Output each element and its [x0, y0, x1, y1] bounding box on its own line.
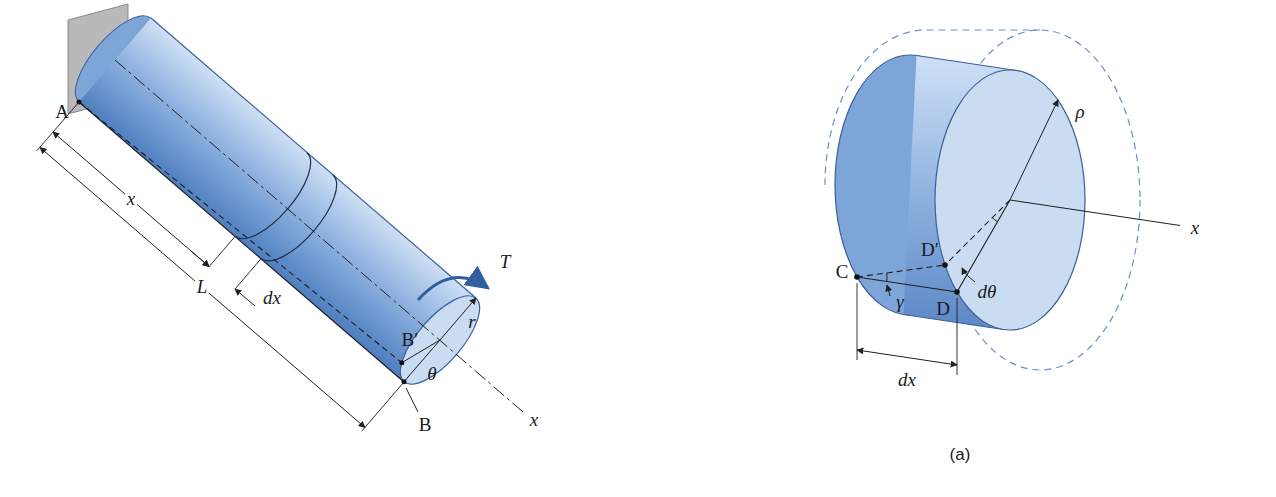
axis-label: x: [1191, 218, 1199, 239]
dimension-line-x: [53, 132, 209, 267]
extension-line: [362, 382, 404, 431]
point-label: B: [419, 415, 432, 436]
angle-arrow: [887, 285, 890, 296]
line-CD-prime: [857, 265, 945, 277]
dimension-arrow-dx: [190, 250, 209, 267]
line-CD: [857, 277, 957, 292]
extension-line: [235, 259, 261, 289]
point-dot: [954, 289, 960, 295]
angle-label: γ: [896, 292, 904, 313]
radius-rho-line: [1010, 100, 1058, 200]
figure-caption-label: (a): [950, 446, 971, 465]
dimension-label: dx: [263, 288, 281, 309]
dimension-line-L: [40, 148, 365, 428]
dimension-label: L: [195, 277, 210, 298]
extension-line: [37, 102, 79, 151]
leader-line: [406, 388, 418, 412]
point-label: D′: [921, 240, 939, 261]
angle-arrow: [962, 268, 975, 282]
dimension-label: x: [125, 189, 137, 210]
extension-line: [857, 283, 858, 360]
radius-r-line: [440, 298, 476, 340]
radius-label: r: [468, 312, 475, 333]
angle-arc: [992, 218, 997, 222]
shaft-axis: [115, 60, 523, 412]
point-label: B′: [402, 330, 419, 351]
point-label: A: [55, 102, 69, 123]
point-label: C: [836, 262, 849, 283]
torque-label: T: [500, 252, 511, 273]
point-dot: [942, 262, 948, 268]
shaft-body: [79, 18, 476, 382]
radius-line: [957, 200, 1010, 292]
radius-line: [945, 200, 1010, 265]
element-axis: [1010, 200, 1180, 226]
point-dot: [399, 360, 404, 365]
element-edge: [917, 56, 1017, 71]
angle-label: θ: [427, 364, 436, 385]
dimension-line-dx: [857, 350, 957, 365]
dimension-arrow-dx: [235, 289, 255, 306]
radius-label: ρ: [1075, 102, 1084, 123]
angle-label: dθ: [978, 282, 997, 303]
extension-line: [957, 298, 958, 375]
axis-label: x: [530, 410, 538, 431]
section-ring: [261, 175, 336, 261]
twisted-generatrix: [79, 102, 402, 363]
dimension-label: dx: [896, 370, 918, 391]
extension-line: [209, 237, 235, 267]
torque-arrow: [418, 277, 488, 300]
generatrix-AB: [79, 102, 404, 382]
point-label: D: [936, 299, 950, 320]
angle-arc: [886, 273, 887, 282]
point-dot: [854, 274, 860, 280]
shaft-edge: [151, 18, 476, 298]
